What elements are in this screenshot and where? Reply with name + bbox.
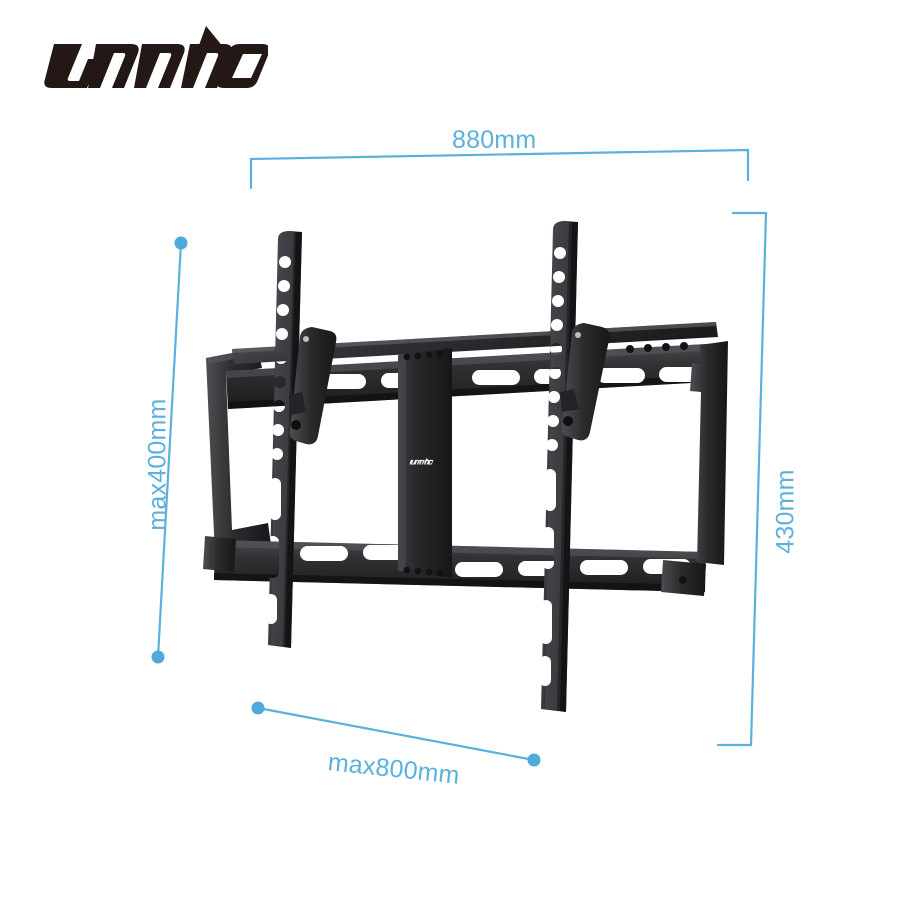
right-dimension-bracket [716, 211, 768, 747]
bottom-dimension-dot-left [251, 701, 265, 715]
mount-bottom-right-foot [661, 560, 706, 596]
dimension-endpoints [151, 236, 541, 767]
mount-right-frame [690, 341, 728, 565]
mount-bottom-wall-rail [214, 540, 706, 592]
bottom-dimension-dot-right [527, 753, 541, 767]
plate-unho-logo [409, 458, 434, 465]
unho-logo [38, 26, 270, 88]
top-dimension-label: 880mm [452, 126, 537, 154]
bottom-dimension-line [256, 706, 536, 762]
mount-bottom-left-cap [203, 536, 236, 572]
left-dimension-dot-bottom [151, 650, 165, 664]
mount-center-plate [398, 348, 452, 578]
right-dimension-label: 430mm [771, 469, 800, 554]
mount-right-tv-rail [541, 221, 578, 712]
left-dimension-line [156, 241, 183, 659]
mount-right-tilt-lever [560, 323, 610, 441]
mount-top-rivets [626, 342, 688, 353]
mount-left-tv-rail [268, 231, 302, 648]
mount-left-tilt-lever [289, 327, 337, 445]
dimension-annotations [156, 148, 768, 762]
top-dimension-bracket [249, 148, 750, 190]
left-dimension-label: max400mm [143, 398, 172, 531]
left-dimension-dot-top [174, 236, 188, 250]
